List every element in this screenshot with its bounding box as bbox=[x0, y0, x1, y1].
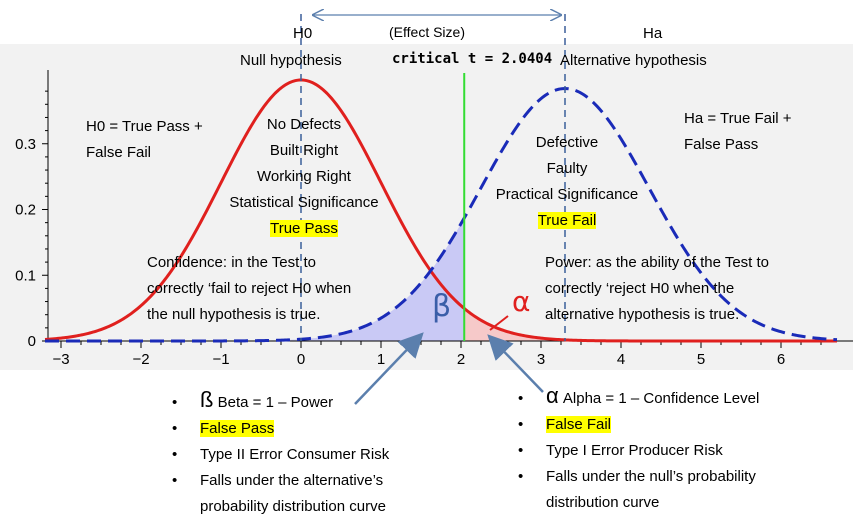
confidence-line: correctly ‘fail to reject H0 when bbox=[147, 280, 352, 297]
beta-list-item: • Type II Error Consumer Risk bbox=[172, 442, 389, 468]
beta-list-title: • ß Beta = 1 – Power bbox=[172, 387, 389, 416]
alpha-list-item: • Type I Error Producer Risk bbox=[518, 438, 759, 464]
beta-list: • ß Beta = 1 – Power • False Pass • Type… bbox=[172, 387, 389, 520]
alpha-callout-arrow bbox=[487, 334, 544, 393]
alpha-item-text: Type I Error Producer Risk bbox=[546, 442, 723, 459]
alpha-symbol: α bbox=[546, 383, 559, 408]
x-tick-label: 4 bbox=[617, 351, 625, 368]
true-fail-label: True Fail bbox=[537, 212, 597, 229]
alpha-list-item: • False Fail bbox=[518, 412, 759, 438]
x-tick-label: −1 bbox=[212, 351, 229, 368]
beta-item-continuation: probability distribution curve bbox=[200, 498, 386, 515]
x-tick-label: 6 bbox=[777, 351, 785, 368]
alpha-item-text: Falls under the null’s probability bbox=[546, 468, 756, 485]
ha-definition-line-2: False Pass bbox=[684, 136, 759, 153]
power-line: alternative hypothesis is true. bbox=[545, 306, 740, 323]
critical-t-label: critical t = 2.0404 bbox=[392, 51, 553, 67]
bullet: • bbox=[172, 472, 178, 489]
x-tick-label: 0 bbox=[297, 351, 305, 368]
x-tick-label: 2 bbox=[457, 351, 465, 368]
y-tick-label: 0.2 bbox=[15, 202, 36, 219]
ha-definition-line-1: Ha = True Fail + bbox=[684, 110, 792, 127]
h0-curve bbox=[44, 78, 837, 343]
null-property: No Defects bbox=[266, 116, 342, 133]
alpha-pointer bbox=[489, 315, 509, 331]
alpha-symbol-plot: α bbox=[512, 285, 530, 318]
beta-symbol: ß bbox=[200, 387, 214, 412]
null-property: Working Right bbox=[257, 168, 351, 185]
alpha-list-item: • Falls under the null’s probability dis… bbox=[518, 464, 759, 516]
h0-label: H0 bbox=[293, 25, 313, 42]
ha-curve bbox=[45, 87, 838, 343]
alternative-properties: Defective Faulty Practical Significance … bbox=[467, 130, 667, 234]
null-property: Built Right bbox=[269, 142, 339, 159]
beta-list-item: • Falls under the alternative’s probabil… bbox=[172, 468, 389, 520]
beta-callout-arrow bbox=[354, 332, 424, 405]
power-line: Power: as the ability of the Test to bbox=[545, 254, 770, 271]
beta-item-text: Falls under the alternative’s bbox=[200, 472, 384, 489]
bullet: • bbox=[172, 394, 178, 411]
alternative-property: Faulty bbox=[546, 160, 588, 177]
power-line: correctly ‘reject H0 when the bbox=[545, 280, 735, 297]
alpha-list: • α Alpha = 1 – Confidence Level • False… bbox=[518, 383, 760, 516]
alternative-property: Practical Significance bbox=[495, 186, 639, 203]
h0-definition-line-2: False Fail bbox=[86, 144, 152, 161]
beta-item-text: Type II Error Consumer Risk bbox=[200, 446, 390, 463]
false-fail-text: False Fail bbox=[546, 416, 612, 433]
true-pass-label: True Pass bbox=[270, 220, 338, 237]
x-tick-label: −3 bbox=[52, 351, 69, 368]
bullet: • bbox=[518, 442, 524, 459]
bullet: • bbox=[172, 446, 178, 463]
ha-definition: Ha = True Fail + False Pass bbox=[684, 106, 792, 158]
beta-region bbox=[45, 218, 465, 341]
x-tick-label: −2 bbox=[132, 351, 149, 368]
null-properties: No Defects Built Right Working Right Sta… bbox=[204, 112, 404, 242]
ha-label: Ha bbox=[643, 25, 663, 42]
bullet: • bbox=[518, 390, 524, 407]
alternative-hypothesis-label: Alternative hypothesis bbox=[560, 52, 707, 69]
null-hypothesis-label: Null hypothesis bbox=[240, 52, 342, 69]
beta-title-text: Beta = 1 – Power bbox=[213, 394, 334, 411]
bullet: • bbox=[518, 416, 524, 433]
alpha-list-title: • α Alpha = 1 – Confidence Level bbox=[518, 383, 760, 412]
null-property: Statistical Significance bbox=[229, 194, 379, 211]
h0-definition: H0 = True Pass + False Fail bbox=[86, 114, 203, 166]
x-tick-label: 5 bbox=[697, 351, 705, 368]
h0-definition-line-1: H0 = True Pass + bbox=[86, 118, 203, 135]
confidence-line: the null hypothesis is true. bbox=[147, 306, 321, 323]
x-tick-label: 1 bbox=[377, 351, 385, 368]
bullet: • bbox=[172, 420, 178, 437]
effect-size-label: (Effect Size) bbox=[389, 24, 465, 40]
x-tick-label: 3 bbox=[537, 351, 545, 368]
confidence-line: Confidence: in the Test to bbox=[147, 254, 316, 271]
confidence-text: Confidence: in the Test to correctly ‘fa… bbox=[147, 250, 351, 328]
beta-symbol-plot: β bbox=[432, 289, 451, 324]
y-tick-label: 0 bbox=[28, 333, 36, 350]
power-text: Power: as the ability of the Test to cor… bbox=[545, 250, 769, 328]
beta-list-item: • False Pass bbox=[172, 416, 389, 442]
alpha-title-text: Alpha = 1 – Confidence Level bbox=[558, 390, 760, 407]
false-pass-text: False Pass bbox=[200, 420, 275, 437]
alpha-item-continuation: distribution curve bbox=[546, 494, 660, 511]
y-tick-label: 0.3 bbox=[15, 136, 36, 153]
bullet: • bbox=[518, 468, 524, 485]
alternative-property: Defective bbox=[535, 134, 599, 151]
y-tick-label: 0.1 bbox=[15, 267, 36, 284]
